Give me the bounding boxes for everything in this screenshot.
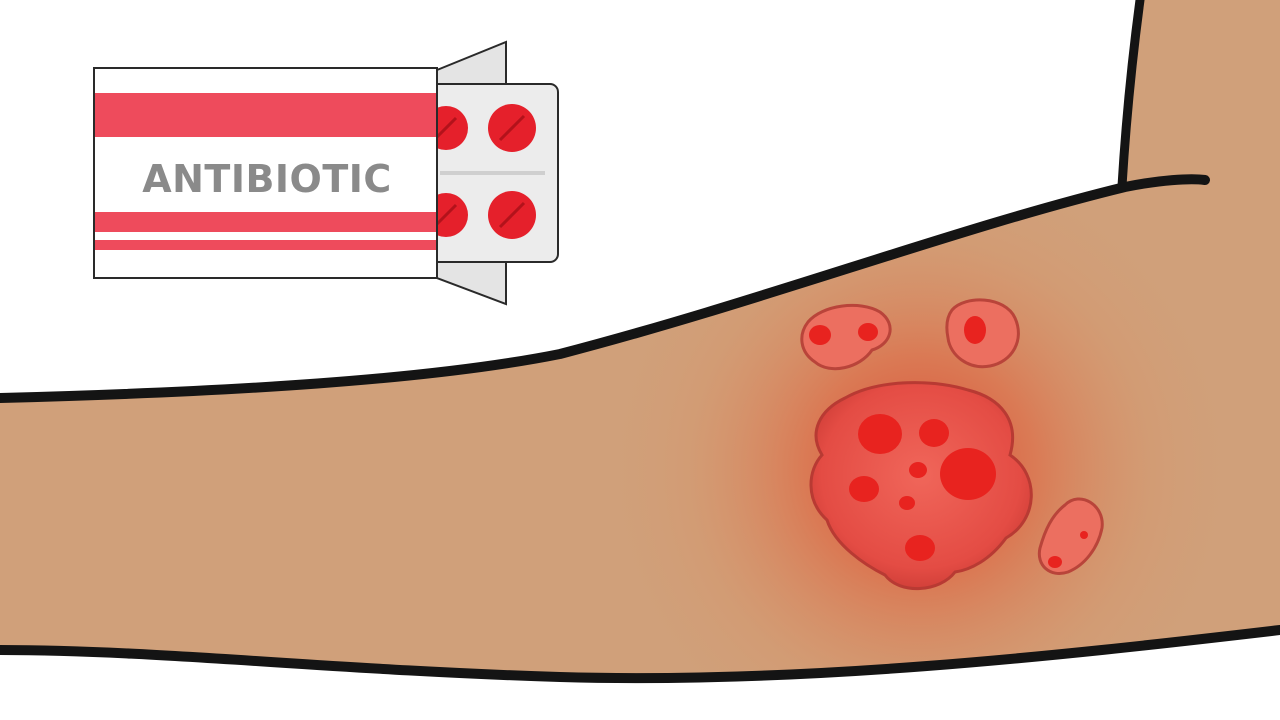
pill-score	[434, 116, 458, 140]
box-top-flap	[436, 40, 507, 85]
box-stripe-top	[95, 93, 436, 137]
upper-arm-outline	[1117, 0, 1145, 191]
upper-arm-shape	[1122, 0, 1280, 190]
pill-score	[434, 203, 458, 227]
box-label: ANTIBIOTIC	[142, 157, 392, 201]
lesion-spot	[964, 316, 986, 344]
lesion-spot	[1048, 556, 1062, 568]
lesion-spot	[909, 462, 927, 478]
box-stripe-bottom	[95, 240, 436, 250]
lesion-spot	[809, 325, 831, 345]
lesion-spot	[940, 448, 996, 500]
arm-bottom-outline	[0, 625, 1280, 684]
lesion-spot	[858, 323, 878, 341]
box-stripe-middle	[95, 212, 436, 232]
lesion-spot	[858, 414, 902, 454]
antibiotic-box-icon: ANTIBIOTIC	[93, 40, 559, 306]
lesion-spot	[849, 476, 879, 502]
pill-blister-pack-icon	[419, 83, 559, 263]
pill-score	[498, 114, 526, 142]
box-bottom-flap	[436, 261, 507, 306]
small-lesion-top-left	[800, 303, 892, 371]
lesion-spot	[1080, 531, 1088, 539]
lesion-spot	[905, 535, 935, 561]
lesion-spot	[899, 496, 915, 510]
infected-wound-illustration	[800, 298, 1104, 590]
lesion-spot	[919, 419, 949, 447]
pill-score	[498, 201, 526, 229]
lesion-spots	[849, 414, 996, 561]
small-lesion-bottom-right	[1037, 497, 1104, 575]
